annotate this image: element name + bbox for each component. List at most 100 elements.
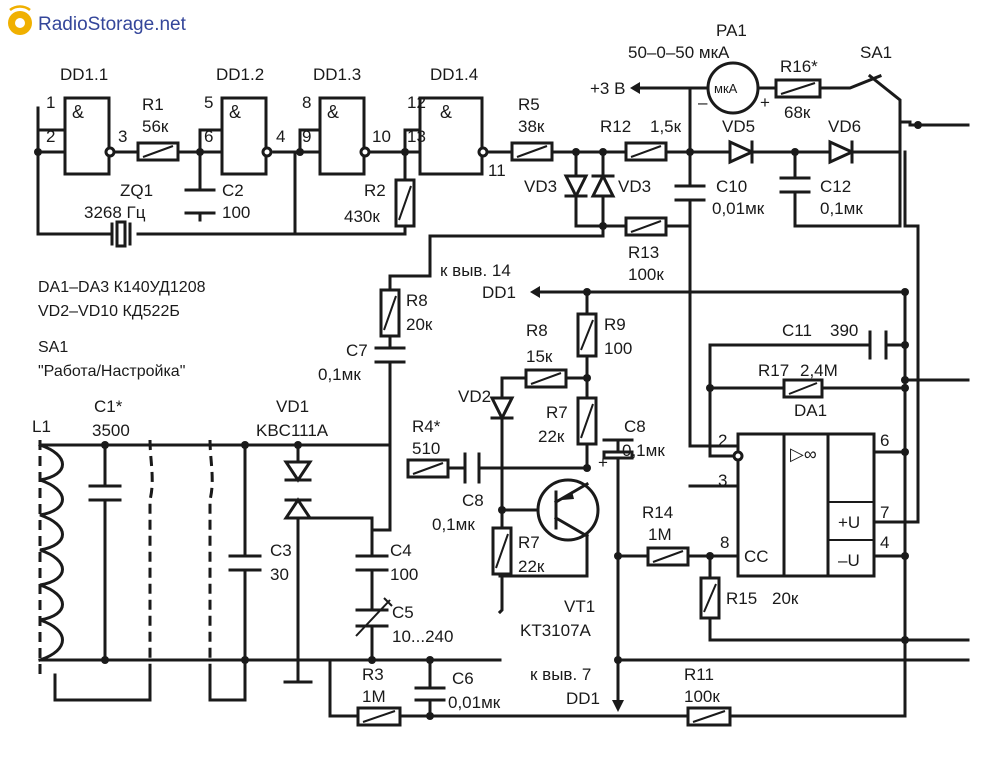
component-value: 15к — [526, 347, 553, 366]
pin-label: 13 — [407, 127, 426, 146]
pin-label: 8 — [302, 93, 311, 112]
component-name: PA1 — [716, 21, 747, 40]
resistor-r7-upper: R7 22к — [538, 396, 598, 446]
component-name: R7 — [546, 403, 568, 422]
note-switch-name: SA1 — [38, 339, 68, 356]
note-diodes: VD2–VD10 КД522Б — [38, 303, 180, 320]
component-value: 1,5к — [650, 117, 682, 136]
resistor-r9: R9 100 — [576, 312, 632, 358]
component-value: 100к — [684, 687, 720, 706]
switch-sa1: SA1 — [860, 43, 892, 62]
capacitor-c3: C3 30 — [228, 541, 292, 584]
component-value: 1М — [648, 525, 672, 544]
component-name: SA1 — [860, 43, 892, 62]
component-name: C3 — [270, 541, 292, 560]
pin-label: 6 — [880, 431, 889, 450]
component-value: 20к — [406, 315, 433, 334]
component-value: 0,1мк — [318, 365, 361, 384]
component-value: 3500 — [92, 421, 130, 440]
component-name: R3 — [362, 665, 384, 684]
component-name: VD3 — [618, 177, 651, 196]
capacitor-c8-electrolytic: + C8 0,1мк — [598, 417, 665, 472]
component-value: 20к — [772, 589, 799, 608]
watermark: RadioStorage.net — [8, 5, 187, 35]
label-pin7: к выв. 7 DD1 — [530, 665, 600, 708]
pin-label: 3 — [118, 127, 127, 146]
diode-vd2: VD2 — [458, 387, 515, 422]
meter-minus: – — [698, 93, 708, 112]
inductor-l1: L1 — [32, 417, 64, 662]
gate-label: DD1.1 — [60, 65, 108, 84]
resistor-r11: R11 100к — [684, 665, 732, 727]
arrows — [530, 286, 624, 712]
component-name: VD3 — [524, 177, 557, 196]
component-value: 1М — [362, 687, 386, 706]
pin-label: 4 — [276, 127, 285, 146]
gate-symbol: & — [229, 102, 241, 122]
gate-label: DD1.3 — [313, 65, 361, 84]
component-value: 0,1мк — [622, 441, 665, 460]
opamp-pos: +U — [838, 513, 860, 532]
capacitor-c6: C6 0,01мк — [414, 669, 501, 712]
component-name: R1 — [142, 95, 164, 114]
pin-label: 10 — [372, 127, 391, 146]
meter-plus: + — [760, 93, 770, 112]
pin-ref-line1: к выв. 14 — [440, 261, 511, 280]
gate-dd1-3: & DD1.3 8 9 10 — [302, 65, 391, 176]
pin-label: 5 — [204, 93, 213, 112]
component-name: DA1 — [794, 401, 827, 420]
component-name: C10 — [716, 177, 747, 196]
watermark-text: RadioStorage.net — [38, 14, 187, 35]
component-name: VD6 — [828, 117, 861, 136]
capacitor-c11: C11 390 — [782, 321, 888, 360]
component-value: 100 — [222, 203, 250, 222]
component-name: ZQ1 — [120, 181, 153, 200]
resistor-r1: R1 56к — [136, 95, 180, 162]
component-name: C5 — [392, 603, 414, 622]
component-value: 3268 Гц — [84, 203, 146, 222]
component-name: R9 — [604, 315, 626, 334]
component-name: R7 — [518, 533, 540, 552]
pin-label: 11 — [488, 161, 506, 180]
component-value: 0,01мк — [712, 199, 765, 218]
component-value: KT3107A — [520, 621, 592, 640]
component-name: R13 — [628, 243, 659, 262]
component-name: R2 — [364, 181, 386, 200]
component-name: R8 — [526, 321, 548, 340]
component-value: 56к — [142, 117, 169, 136]
component-value: 100 — [390, 565, 418, 584]
pin-label: 8 — [720, 533, 729, 552]
component-name: R11 — [684, 665, 714, 684]
pin-ref-line2: DD1 — [566, 689, 600, 708]
capacitor-c10: C10 0,01мк — [674, 177, 765, 218]
component-name: C8 — [624, 417, 646, 436]
component-value: 100к — [628, 265, 664, 284]
component-name: VD5 — [722, 117, 755, 136]
resistor-r15: R15 20к — [699, 576, 799, 620]
meter-pa1: мкА – + PA1 50–0–50 мкА — [628, 21, 770, 115]
component-name: R17 — [758, 361, 789, 380]
pin-ref-line2: DD1 — [482, 283, 516, 302]
component-value: 100 — [604, 339, 632, 358]
pin-label: 2 — [46, 127, 55, 146]
component-name: L1 — [32, 417, 51, 436]
component-value: 30 — [270, 565, 289, 584]
capacitor-c12: C12 0,1мк — [779, 176, 863, 218]
transistor-vt1: VT1 KT3107A — [520, 478, 600, 640]
pin-label: 12 — [407, 93, 426, 112]
pin-label: 3 — [718, 471, 727, 490]
varicap-vd1: VD1 KBC111A — [256, 397, 329, 520]
opamp-symbol: ▷∞ — [790, 444, 817, 464]
gate-label: DD1.4 — [430, 65, 478, 84]
component-name: C6 — [452, 669, 474, 688]
gate-symbol: & — [440, 102, 452, 122]
output-wiring — [388, 73, 970, 448]
component-name: R8 — [406, 291, 428, 310]
resistor-r5: R5 38к — [510, 95, 554, 162]
junction-dots — [34, 121, 922, 720]
capacitor-c1: C1* 3500 — [88, 397, 130, 502]
pin-label: 2 — [718, 431, 727, 450]
component-value: 2,4М — [800, 361, 838, 380]
resistor-r7-lower: R7 22к — [491, 526, 545, 576]
component-name: C11 — [782, 321, 812, 340]
